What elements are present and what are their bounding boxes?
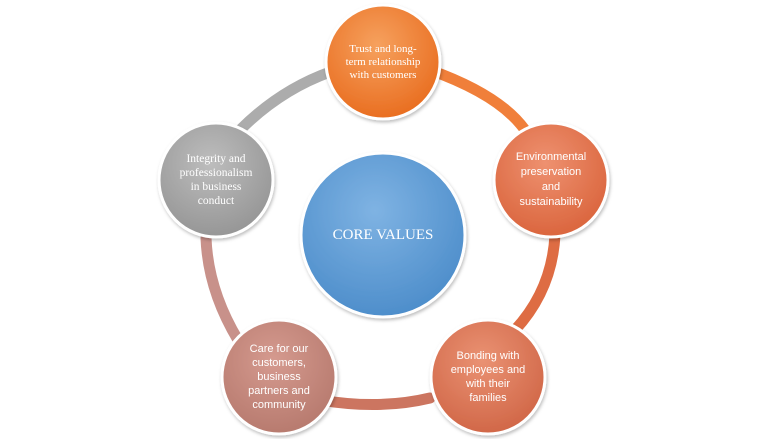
node-label-care: Care for our customers, business partner…: [248, 343, 310, 411]
arc-care-to-integrity: [200, 232, 244, 346]
node-circle-trust: [324, 3, 442, 121]
center-label: CORE VALUES: [332, 226, 434, 243]
node-circle-integrity: [157, 121, 275, 239]
node-circle-bonding: [429, 318, 547, 436]
arc-bonding-to-care: [314, 392, 436, 411]
arc-environment-to-bonding: [509, 229, 561, 336]
arc-trust-to-environment: [424, 64, 531, 136]
arc-integrity-to-trust: [234, 66, 336, 136]
center-circle: [299, 151, 467, 319]
node-label-integrity: Integrity and professionalism in busines…: [179, 153, 253, 207]
node-label-bonding: Bonding with employees and with their fa…: [450, 350, 526, 404]
node-circle-care: [220, 318, 338, 436]
node-label-trust: Trust and long- term relationship with c…: [345, 42, 421, 81]
node-circle-environment: [492, 121, 610, 239]
node-label-environment: Environmental preservation and sustainab…: [515, 151, 587, 208]
